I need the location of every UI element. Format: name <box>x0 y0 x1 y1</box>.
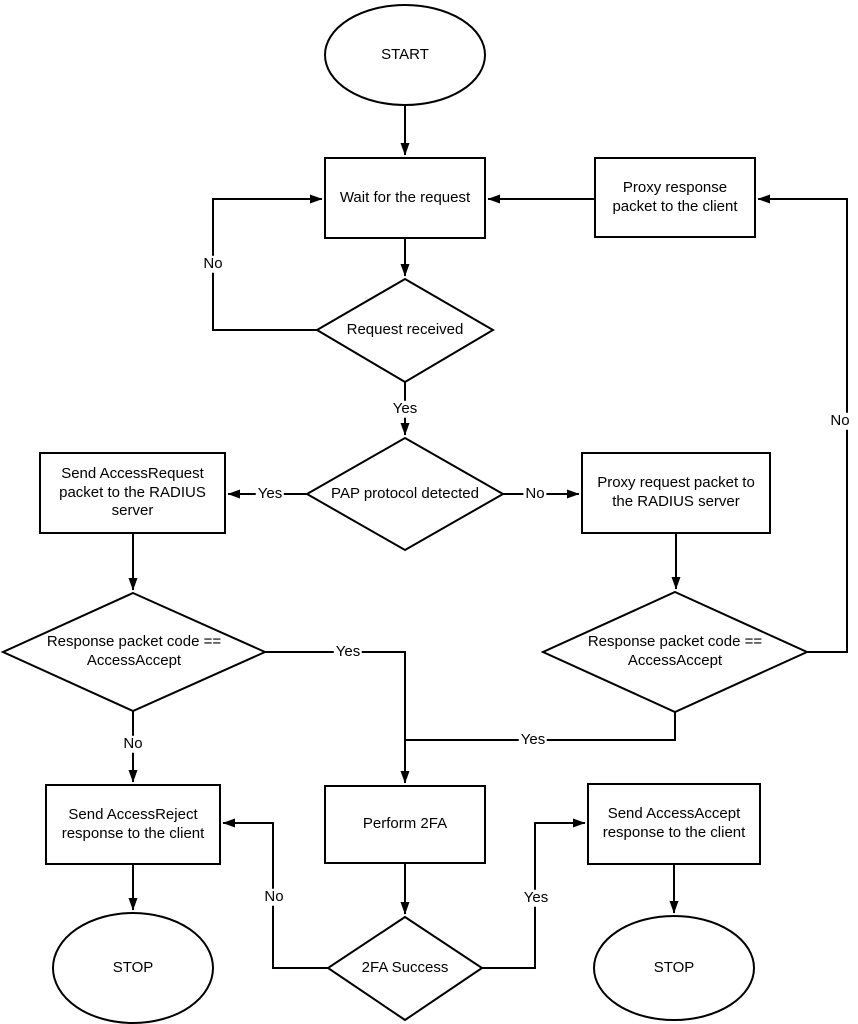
edge-label-left-check-no: No <box>121 734 145 753</box>
edge-label-request-received-no: No <box>201 254 225 273</box>
connector-left-check-yes-to-perform-2fa <box>265 651 410 784</box>
proxy-request-box <box>581 452 771 534</box>
perform-2fa-box <box>324 785 486 864</box>
twofa-success-diamond <box>326 915 484 1022</box>
send-access-accept-box <box>587 783 761 865</box>
stop-right-ellipse <box>593 915 755 1021</box>
edge-label-pap-no: No <box>523 484 547 503</box>
stop-left-ellipse <box>52 912 214 1024</box>
pap-detected-label: PAP protocol detected <box>331 484 479 502</box>
request-received-diamond <box>315 277 495 384</box>
proxy-response-label: Proxy response packet to the client <box>612 178 738 215</box>
left-response-check-label: Response packet code == AccessAccept <box>46 633 222 669</box>
wait-for-request-box <box>324 157 486 239</box>
connector-request-received-no-loop <box>212 194 323 331</box>
wait-for-request-label: Wait for the request <box>339 188 471 206</box>
edge-label-request-received-yes: Yes <box>390 399 420 418</box>
edge-label-left-check-yes: Yes <box>333 642 363 661</box>
left-response-check-diamond <box>0 591 268 713</box>
edge-label-right-check-yes: Yes <box>518 730 548 749</box>
send-access-request-box <box>39 452 226 534</box>
perform-2fa-label: Perform 2FA <box>362 815 448 833</box>
twofa-success-label: 2FA Success <box>361 959 449 977</box>
send-access-reject-label: Send AccessReject response to the client <box>61 805 205 842</box>
stop-left-label: STOP <box>112 958 154 976</box>
start-label: START <box>381 45 429 63</box>
send-access-request-label: Send AccessRequest packet to the RADIUS … <box>59 464 206 520</box>
edge-label-right-check-no: No <box>828 411 852 430</box>
proxy-request-label: Proxy request packet to the RADIUS serve… <box>597 474 755 510</box>
request-received-label: Request received <box>346 321 464 339</box>
start-ellipse <box>324 4 486 106</box>
connector-right-check-yes-junction <box>405 712 676 741</box>
right-response-check-diamond <box>540 590 810 714</box>
right-response-check-label: Response packet code == AccessAccept <box>587 633 763 669</box>
edge-label-twofa-no: No <box>262 887 286 906</box>
edge-label-twofa-yes: Yes <box>521 888 551 907</box>
send-access-reject-box <box>45 784 221 865</box>
edge-label-pap-yes: Yes <box>255 484 285 503</box>
pap-detected-diamond <box>304 436 506 552</box>
send-access-accept-label: Send AccessAccept response to the client <box>602 805 746 841</box>
stop-right-label: STOP <box>653 958 695 976</box>
proxy-response-box <box>594 157 756 238</box>
